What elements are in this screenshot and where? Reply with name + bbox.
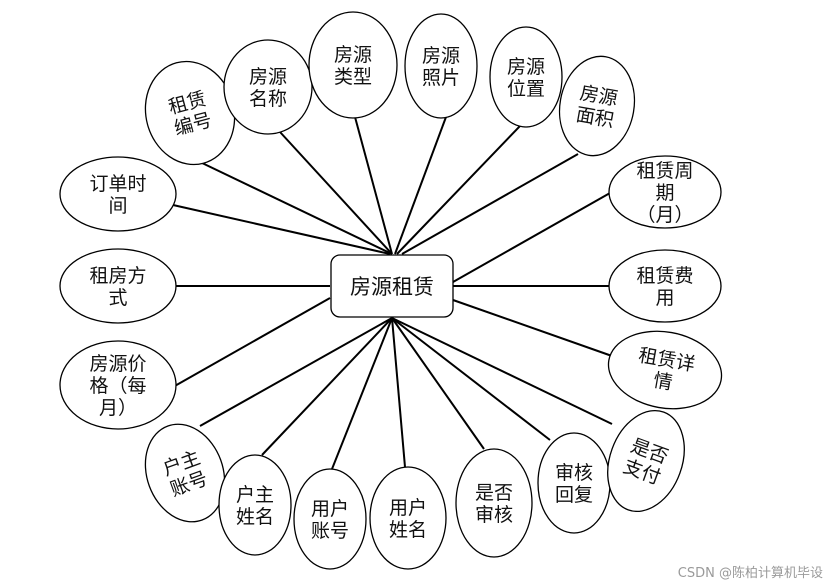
attribute-label-line: 期 <box>655 182 674 204</box>
attribute-label-line: 房源 <box>507 56 545 78</box>
center-entity: 房源租赁 <box>330 254 454 318</box>
edge-is-paid <box>391 317 613 425</box>
edge-house-location <box>396 125 521 255</box>
attribute-label-line: 账号 <box>311 520 349 542</box>
attribute-ellipse <box>455 448 533 558</box>
attribute-label-line: 用户 <box>389 497 427 519</box>
edge-house-area <box>401 153 579 255</box>
attribute-label-line: 名称 <box>249 88 287 110</box>
attribute-label-line: 租赁周 <box>636 160 693 182</box>
attribute-ellipse <box>607 409 685 513</box>
edge-owner-account <box>199 317 393 427</box>
attribute-label-line: 情 <box>652 369 675 394</box>
attribute-label-line: 式 <box>108 287 127 309</box>
attribute-ellipse <box>218 454 292 556</box>
edge-rental-period <box>452 192 611 283</box>
attribute-label-line: 用户 <box>311 498 349 520</box>
attribute-label-line: 房源 <box>334 44 372 66</box>
attribute-ellipse <box>59 156 177 232</box>
nodes-layer: 租赁编号房源名称房源类型房源照片房源位置房源面积订单时间租房方式房源价格（每月）… <box>59 11 723 570</box>
attribute-ellipse <box>608 155 722 229</box>
attribute-ellipse <box>59 340 177 430</box>
attribute-label-line: 回复 <box>555 484 593 506</box>
edge-user-name <box>391 317 406 468</box>
edge-rental-no <box>199 161 393 255</box>
attribute-ellipse <box>404 13 478 119</box>
attribute-ellipse <box>369 466 447 570</box>
attribute-label-line: 间 <box>108 195 127 217</box>
attribute-label-line: 位置 <box>507 78 545 100</box>
edge-house-photo <box>394 116 447 255</box>
attribute-label-line: 月） <box>99 397 137 419</box>
edge-owner-name <box>261 317 393 456</box>
attribute-label-line: （月） <box>636 204 693 226</box>
watermark: CSDN @陈柏计算机毕设 <box>677 566 823 581</box>
attribute-label-line: 审核 <box>555 462 593 484</box>
attribute-label-line: 租赁费 <box>636 265 693 287</box>
attribute-ellipse <box>607 330 723 410</box>
attribute-ellipse <box>558 55 636 157</box>
attribute-label-line: 姓名 <box>236 506 274 528</box>
edge-user-account <box>331 317 393 470</box>
attribute-label-line: 姓名 <box>389 519 427 541</box>
attribute-label-line: 审核 <box>475 504 513 526</box>
attribute-ellipse <box>144 423 226 523</box>
attribute-ellipse <box>293 468 367 570</box>
attribute-label-line: 房源 <box>422 45 460 67</box>
attribute-ellipse <box>308 11 398 119</box>
attribute-label-line: 格（每 <box>89 375 146 397</box>
attribute-label-line: 房源价 <box>89 353 146 375</box>
edge-order-time <box>172 204 391 255</box>
center-entity-box <box>330 254 454 318</box>
attribute-ellipse <box>59 248 177 324</box>
center-entity-label: 房源租赁 <box>350 275 434 299</box>
attribute-label-line: 房源 <box>249 66 287 88</box>
attribute-ellipse <box>223 39 313 135</box>
edge-house-name <box>279 131 393 255</box>
attribute-label-line: 是否 <box>475 482 513 504</box>
edge-house-type <box>354 116 393 255</box>
edge-house-price <box>172 297 331 388</box>
attribute-ellipse <box>489 26 563 128</box>
edge-is-approved <box>391 317 485 450</box>
attribute-ellipse <box>608 249 722 323</box>
attribute-label-line: 照片 <box>422 67 460 89</box>
edges-layer <box>172 116 613 470</box>
attribute-label-line: 订单时 <box>89 173 146 195</box>
attribute-label-line: 类型 <box>334 66 372 88</box>
edge-rental-details <box>452 299 613 357</box>
attribute-label-line: 租房方 <box>89 265 146 287</box>
attribute-label-line: 用 <box>655 287 674 309</box>
attribute-label-line: 户主 <box>236 484 274 506</box>
edge-review-reply <box>391 317 551 441</box>
